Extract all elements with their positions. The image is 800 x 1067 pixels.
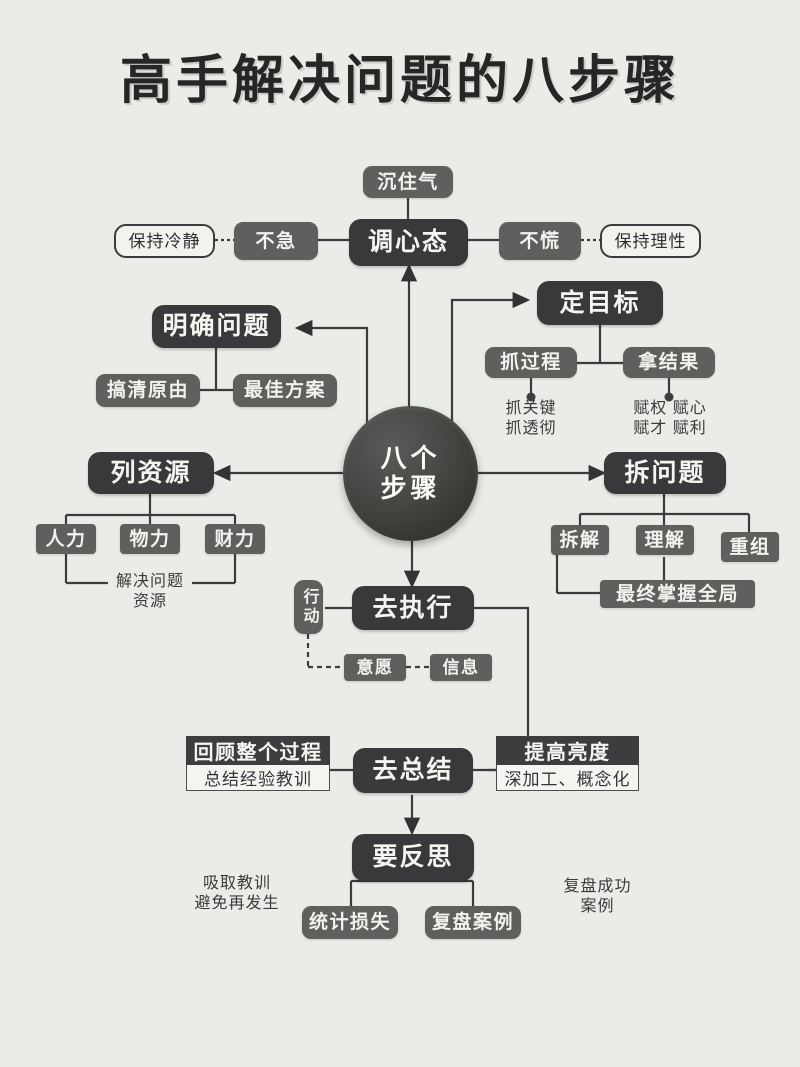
node-label: 信息 (442, 658, 480, 677)
node-label: 意愿 (356, 658, 394, 677)
node-set-goal[interactable]: 定目标 (537, 281, 663, 325)
node-label: 列资源 (110, 458, 192, 487)
node-label: 保持理性 (614, 231, 687, 251)
node-recombine[interactable]: 重组 (721, 532, 779, 562)
node-label: 行动 (300, 588, 318, 626)
node-not-panic[interactable]: 不慌 (499, 222, 581, 260)
node-label: 不慌 (519, 230, 561, 252)
node-execute[interactable]: 去执行 (352, 586, 474, 630)
node-stay-rational[interactable]: 保持理性 (600, 224, 701, 258)
node-label: 重组 (729, 536, 771, 558)
note-text: 赋权 赋心 赋才 赋利 (633, 400, 707, 437)
note-text: 解决问题 资源 (115, 573, 184, 610)
node-understand[interactable]: 理解 (636, 525, 694, 555)
note-grasp-process: 抓关键 抓透彻 (481, 398, 581, 440)
node-get-result[interactable]: 拿结果 (623, 347, 715, 378)
node-label: 最佳方案 (243, 380, 326, 401)
node-label: 人力 (45, 528, 87, 550)
node-label: 去总结 (372, 756, 454, 784)
card-raise-brightness[interactable]: 提高亮度 深加工、概念化 (496, 736, 639, 798)
node-willingness[interactable]: 意愿 (344, 654, 406, 681)
note-text: 吸取教训 避免再发生 (194, 875, 280, 912)
node-find-reason[interactable]: 搞清原由 (96, 374, 200, 407)
node-label: 物力 (129, 528, 171, 550)
node-label: 拆问题 (624, 458, 706, 487)
card-header: 提高亮度 (496, 736, 639, 765)
node-label: 最终掌握全局 (615, 583, 739, 605)
center-line-2: 步骤 (380, 472, 441, 503)
node-mindset[interactable]: 调心态 (349, 219, 468, 266)
node-not-rushed[interactable]: 不急 (234, 222, 318, 260)
node-action-side[interactable]: 行动 (294, 580, 323, 634)
node-label: 保持冷静 (128, 231, 201, 251)
node-finance[interactable]: 财力 (205, 524, 265, 554)
node-master-whole[interactable]: 最终掌握全局 (600, 580, 755, 608)
node-count-losses[interactable]: 统计损失 (302, 906, 398, 939)
node-split-problem[interactable]: 拆问题 (604, 452, 726, 494)
node-decompose[interactable]: 拆解 (551, 525, 609, 555)
node-label: 拆解 (559, 529, 601, 551)
node-label: 定目标 (559, 288, 641, 317)
node-label: 去执行 (372, 593, 454, 622)
note-text: 抓关键 抓透彻 (505, 400, 557, 437)
card-body: 总结经验教训 (186, 765, 330, 791)
center-line-1: 八个 (380, 443, 441, 474)
node-label: 抓过程 (500, 352, 562, 373)
note-resources: 解决问题 资源 (100, 572, 200, 612)
node-label: 明确问题 (162, 312, 271, 340)
node-label: 要反思 (372, 843, 454, 871)
card-body: 深加工、概念化 (496, 765, 639, 791)
node-grasp-process[interactable]: 抓过程 (485, 347, 577, 378)
node-reflect[interactable]: 要反思 (352, 834, 474, 881)
node-label: 财力 (214, 528, 256, 550)
card-header: 回顾整个过程 (186, 736, 330, 765)
node-manpower[interactable]: 人力 (36, 524, 96, 554)
node-label: 不急 (255, 230, 297, 252)
node-replay-case[interactable]: 复盘案例 (425, 906, 521, 939)
note-text: 复盘成功 案例 (563, 878, 632, 915)
node-label: 调心态 (367, 228, 449, 256)
note-get-result: 赋权 赋心 赋才 赋利 (615, 398, 725, 440)
note-lessons: 吸取教训 避免再发生 (172, 872, 302, 916)
node-label: 复盘案例 (431, 912, 514, 933)
node-label: 统计损失 (308, 912, 391, 933)
node-label: 沉住气 (377, 171, 439, 193)
node-calm-down[interactable]: 沉住气 (363, 166, 453, 198)
card-review-process[interactable]: 回顾整个过程 总结经验教训 (186, 736, 330, 798)
page-title: 高手解决问题的八步骤 (119, 52, 680, 110)
node-label: 搞清原由 (106, 380, 189, 401)
node-label: 理解 (644, 529, 686, 551)
node-information[interactable]: 信息 (430, 654, 492, 681)
node-material[interactable]: 物力 (120, 524, 180, 554)
center-node-eight-steps[interactable]: 八个 步骤 (343, 406, 478, 541)
node-best-solution[interactable]: 最佳方案 (233, 374, 337, 407)
node-list-resources[interactable]: 列资源 (88, 452, 214, 494)
note-replay-success: 复盘成功 案例 (545, 875, 650, 919)
node-label: 拿结果 (638, 352, 700, 373)
node-define-problem[interactable]: 明确问题 (152, 305, 281, 348)
node-summarize[interactable]: 去总结 (353, 748, 473, 793)
node-stay-calm[interactable]: 保持冷静 (114, 224, 215, 258)
